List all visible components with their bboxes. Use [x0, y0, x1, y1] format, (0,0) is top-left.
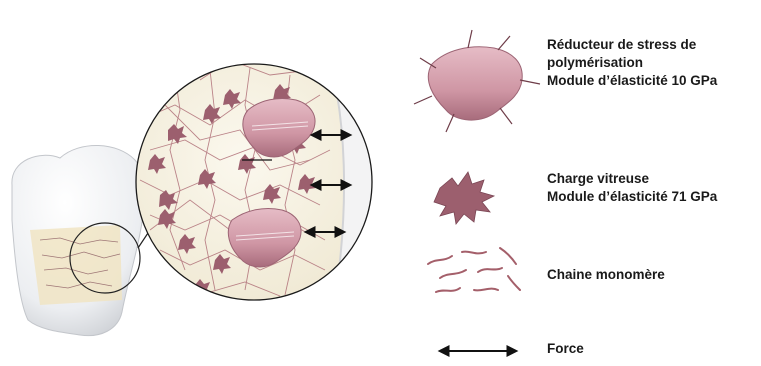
tooth-illustration — [12, 145, 145, 335]
monomer-chain-icon — [428, 248, 520, 292]
legend-glass-filler-line1: Charge vitreuse — [547, 170, 717, 188]
legend-monomer-chain: Chaine monomère — [547, 266, 665, 284]
legend-force-line1: Force — [547, 340, 584, 358]
legend-stress-reducer-line3: Module d’élasticité 10 GPa — [547, 72, 717, 90]
legend-glass-filler: Charge vitreuse Module d’élasticité 71 G… — [547, 170, 717, 206]
legend-force: Force — [547, 340, 584, 358]
magnifier-circle — [136, 60, 380, 300]
legend-monomer-chain-line1: Chaine monomère — [547, 266, 665, 284]
legend-glass-filler-line2: Module d’élasticité 71 GPa — [547, 188, 717, 206]
legend-stress-reducer: Réducteur de stress de polymérisation Mo… — [547, 36, 717, 90]
glass-filler-icon — [434, 172, 494, 224]
legend-stress-reducer-line2: polymérisation — [547, 54, 717, 72]
legend-stress-reducer-line1: Réducteur de stress de — [547, 36, 717, 54]
stress-reducer-icon — [414, 30, 540, 132]
